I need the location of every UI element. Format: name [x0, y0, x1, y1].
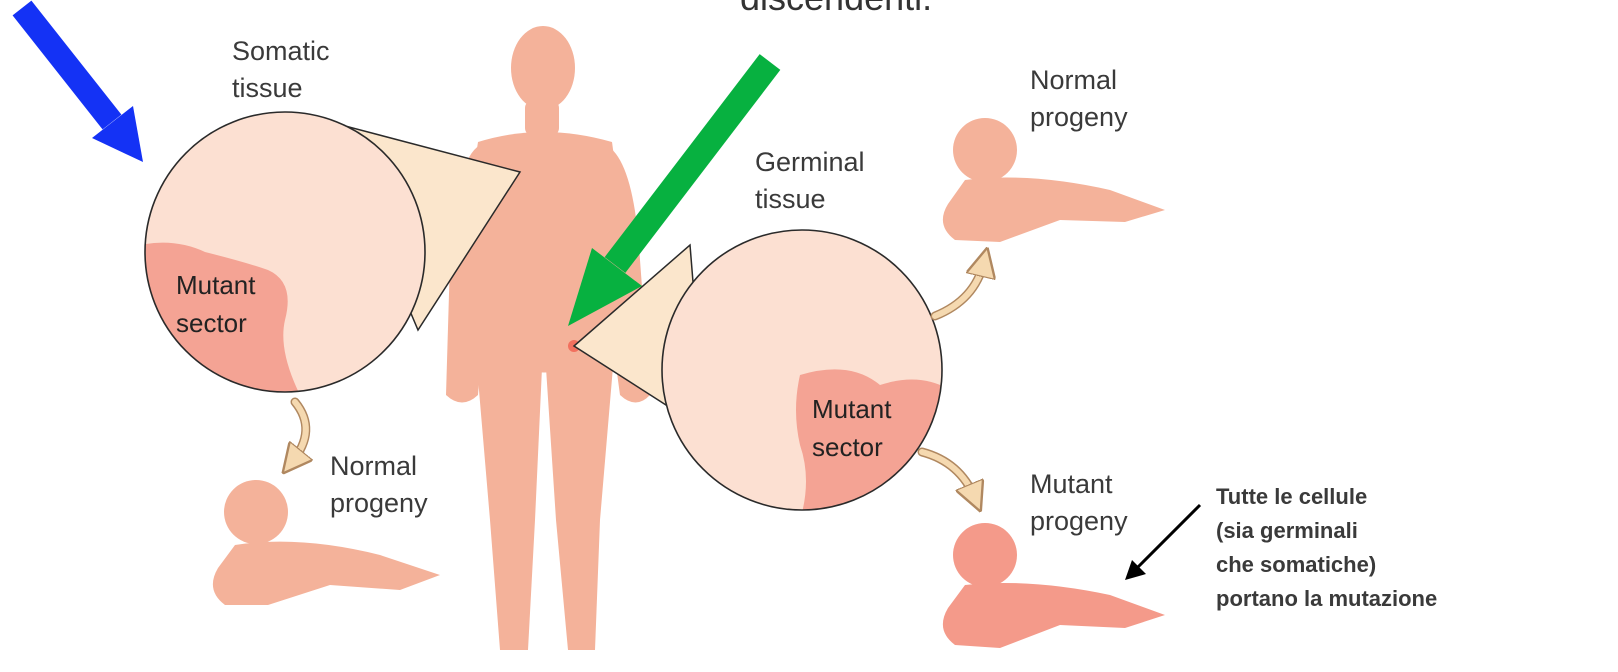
normal-progeny-top-baby: [943, 118, 1165, 242]
mutant-progeny-baby: [943, 523, 1165, 648]
mutant-sector-left-label: Mutant sector: [176, 266, 256, 342]
mutation-note: Tutte le cellule (sia germinali che soma…: [1216, 480, 1437, 616]
arrow-germinal-to-normal: [935, 262, 984, 316]
mutant-progeny-label: Mutant progeny: [1030, 466, 1128, 540]
somatic-tissue-circle: [130, 112, 425, 400]
normal-progeny-left-label: Normal progeny: [330, 448, 428, 522]
somatic-tissue-label: Somatic tissue: [232, 33, 330, 107]
top-cut-text: discendenti.: [740, 0, 932, 18]
blue-arrow: [22, 8, 143, 162]
germinal-tissue-label: Germinal tissue: [755, 144, 865, 218]
germinal-tissue-circle: [662, 230, 950, 520]
arrow-germinal-to-mutant: [922, 452, 975, 498]
pointer-arrow: [1125, 505, 1200, 580]
normal-progeny-top-label: Normal progeny: [1030, 62, 1128, 136]
mutant-sector-right-label: Mutant sector: [812, 390, 892, 466]
